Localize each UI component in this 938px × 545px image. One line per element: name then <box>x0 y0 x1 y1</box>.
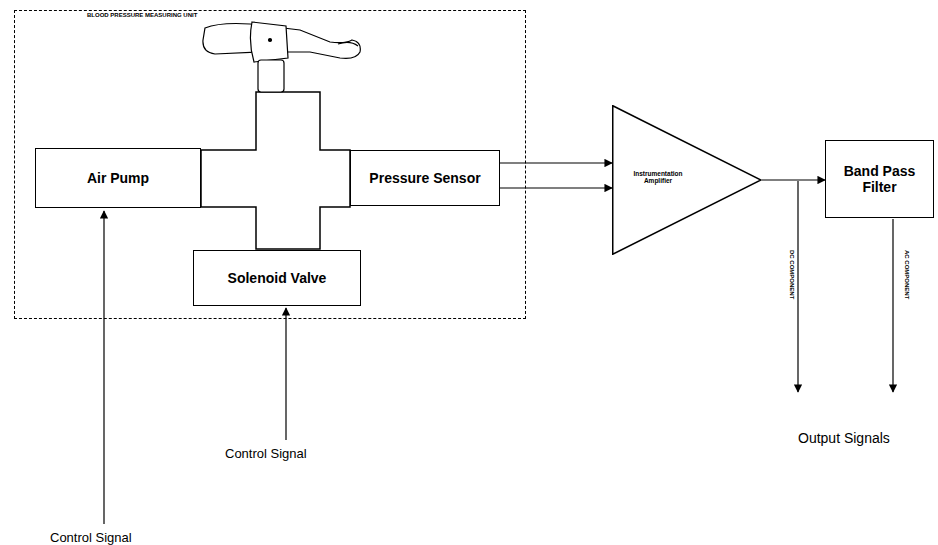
output-label: Output Signals <box>798 430 890 446</box>
signal-label: DC COMPONENT <box>789 250 795 299</box>
process-box: Band Pass Filter <box>825 140 934 218</box>
node-label: Pressure Sensor <box>363 170 486 186</box>
node-label: Instrumentation Amplifier <box>630 170 686 184</box>
amplifier-triangle: Instrumentation Amplifier <box>612 105 762 255</box>
signal-label: AC COMPONENT <box>904 250 910 299</box>
process-box: Pressure Sensor <box>350 150 500 206</box>
control-wire <box>285 308 286 440</box>
process-box: Solenoid Valve <box>193 250 361 306</box>
control-wire <box>103 211 104 524</box>
node-label: Air Pump <box>81 170 155 186</box>
arm-cuff <box>203 22 360 92</box>
dc-output-wire <box>797 181 798 392</box>
signal-connector <box>500 187 612 188</box>
node-label: Solenoid Valve <box>222 270 333 286</box>
signal-label: Control Signal <box>50 530 132 545</box>
triangle-outline <box>612 105 762 255</box>
signal-connector <box>500 162 612 163</box>
node-label: Band Pass Filter <box>826 163 933 195</box>
group-title: BLOOD PRESSURE MEASURING UNIT <box>87 12 197 18</box>
signal-connector <box>762 179 825 180</box>
signal-label: Control Signal <box>225 446 307 461</box>
tube-cross <box>201 92 350 249</box>
measuring-unit: Air Pump Pressure SensorSolenoid Valve BLO… <box>14 10 526 319</box>
ac-output-wire <box>892 219 893 392</box>
process-box: Air Pump <box>35 148 201 208</box>
